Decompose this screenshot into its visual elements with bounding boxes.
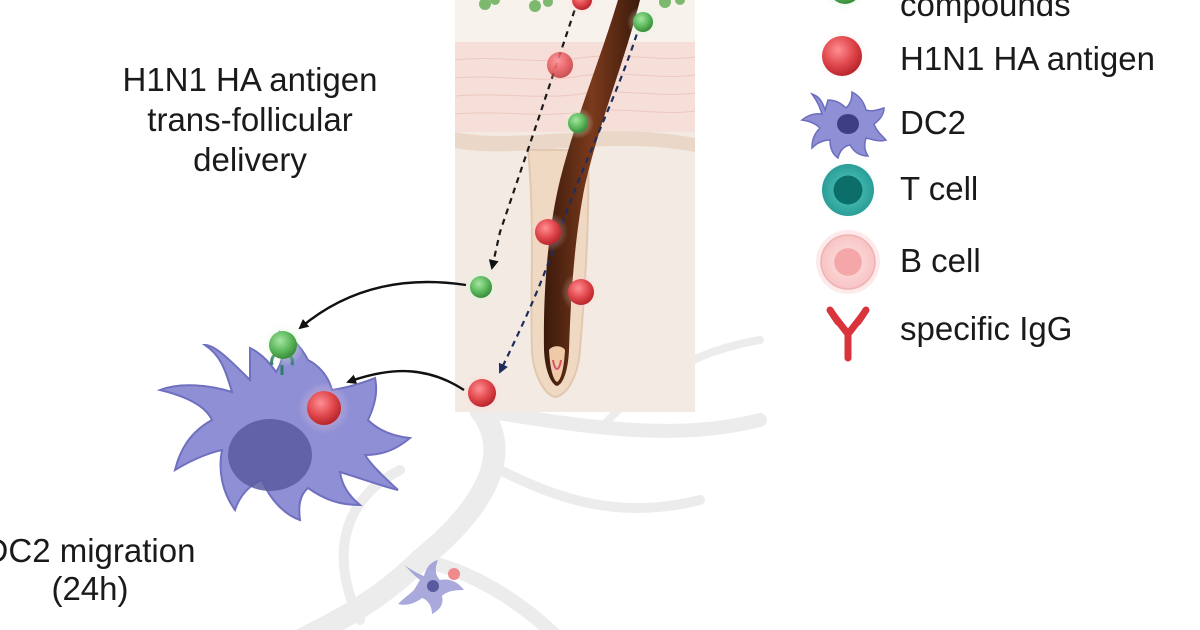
t-cell-icon	[816, 158, 880, 222]
capture-arrows	[298, 280, 467, 392]
delivery-label-line-1: H1N1 HA antigen	[122, 61, 378, 98]
delivery-label-line-2: trans-follicular	[147, 101, 353, 138]
migrating-dc-small	[398, 560, 464, 614]
delivery-label-line-3: delivery	[193, 141, 307, 178]
migration-label-line-1: DC2 migration	[0, 532, 196, 569]
legend-label-compounds: compounds	[900, 0, 1071, 23]
follicle-particles	[460, 0, 659, 415]
green-compound-icon	[824, 0, 866, 12]
legend-label-b-cell: B cell	[900, 242, 981, 279]
antibody-icon	[826, 306, 870, 362]
legend-label-igg: specific IgG	[900, 310, 1073, 347]
legend-icons	[800, 0, 888, 362]
migration-label: DC2 migration (24h)	[0, 532, 250, 608]
legend-label-antigen: H1N1 HA antigen	[900, 40, 1155, 77]
legend-label-t-cell: T cell	[900, 170, 979, 207]
migration-label-line-2: (24h)	[51, 570, 129, 607]
dendritic-cell-dc2	[156, 323, 413, 522]
dendritic-cell-icon	[800, 90, 888, 160]
red-antigen-icon	[816, 30, 868, 82]
b-cell-icon	[816, 230, 880, 294]
delivery-label: H1N1 HA antigen trans-follicular deliver…	[60, 60, 440, 180]
legend-label-dc2: DC2	[900, 104, 967, 141]
